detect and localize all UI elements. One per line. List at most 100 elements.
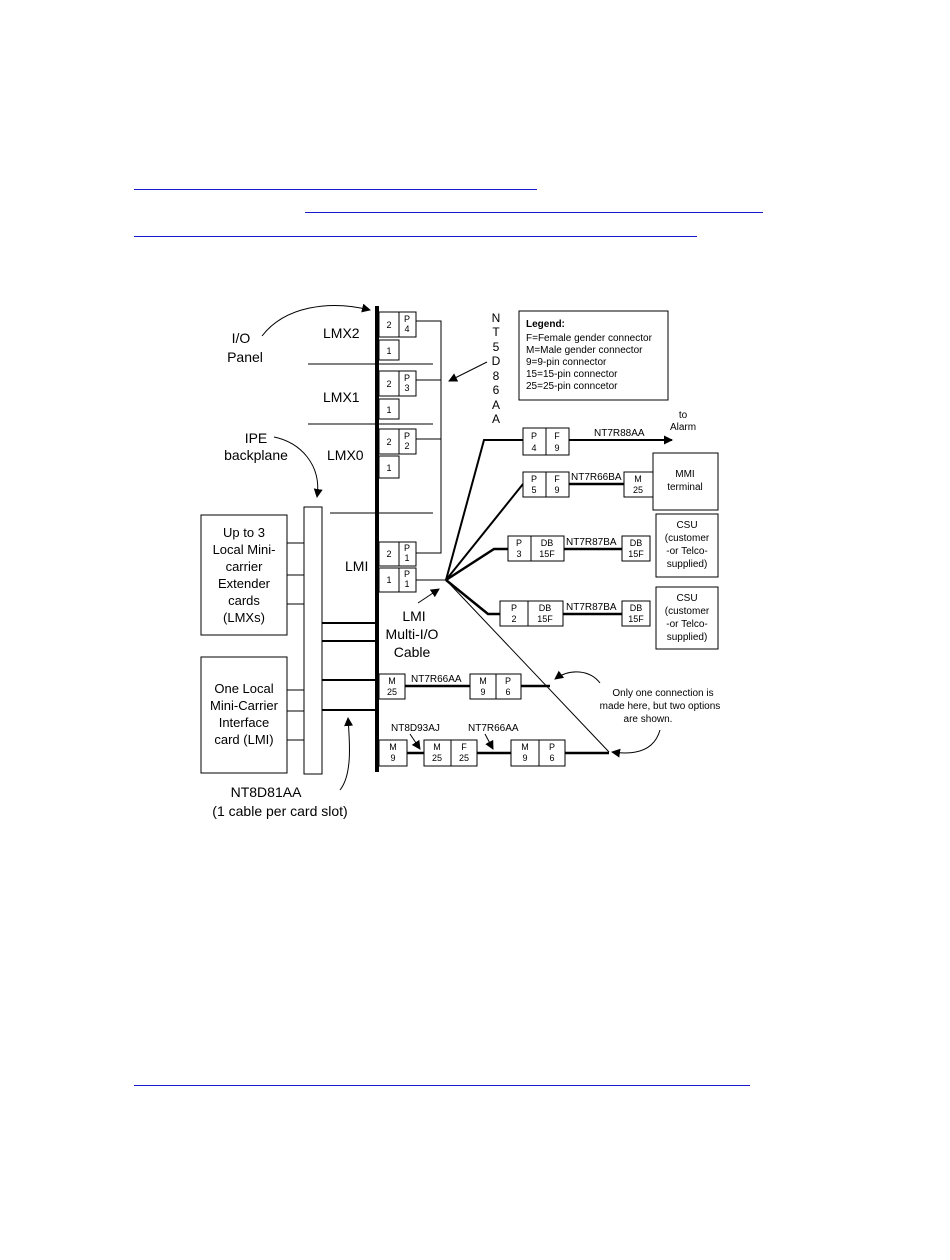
svg-text:supplied): supplied): [667, 559, 708, 570]
svg-text:CSU: CSU: [676, 593, 697, 604]
connector-db15f: [621, 535, 651, 562]
svg-text:One Local: One Local: [214, 681, 273, 696]
svg-text:1: 1: [404, 579, 409, 589]
connector-m9: [469, 673, 497, 700]
svg-text:25: 25: [459, 753, 469, 763]
svg-text:6: 6: [505, 687, 510, 697]
svg-text:6: 6: [549, 753, 554, 763]
connector-db15f: [621, 600, 651, 627]
svg-text:P: P: [404, 373, 410, 383]
fanout-csu1: [445, 547, 508, 582]
cable-nt8d93aj: NT8D93AJ: [391, 723, 440, 734]
nt5d86aa-cable: [416, 320, 442, 554]
svg-text:Local Mini-: Local Mini-: [213, 542, 276, 557]
svg-text:CSU: CSU: [676, 520, 697, 531]
legend-line: M=Male gender connector: [526, 345, 643, 356]
legend-line: F=Female gender connector: [526, 333, 653, 344]
svg-text:Mini-Carrier: Mini-Carrier: [210, 698, 279, 713]
nt5d86aa-arrow: [448, 361, 488, 382]
ipe-label-line1: IPE: [245, 430, 268, 446]
legend-line: 15=15-pin connector: [526, 369, 618, 380]
svg-text:Up to 3: Up to 3: [223, 525, 265, 540]
io-panel-arrow: [261, 303, 371, 337]
nt5d86aa-label: N T 5 D 8 6 A A: [492, 311, 501, 426]
svg-text:P: P: [404, 431, 410, 441]
svg-text:A: A: [492, 412, 500, 426]
connector-db15f: [530, 535, 565, 562]
svg-text:T: T: [492, 325, 500, 339]
csu-box: [655, 586, 719, 650]
ipe-arrow: [273, 436, 323, 498]
svg-text:Extender: Extender: [218, 576, 271, 591]
svg-text:card (LMI): card (LMI): [214, 732, 273, 747]
nt8d81aa-arrow: [339, 717, 354, 791]
svg-text:9: 9: [554, 485, 559, 495]
svg-text:15F: 15F: [628, 549, 644, 559]
svg-text:Alarm: Alarm: [670, 422, 696, 433]
svg-text:A: A: [492, 398, 500, 412]
svg-text:-or Telco-: -or Telco-: [666, 619, 708, 630]
legend-line: 25=25-pin conncetor: [526, 381, 618, 392]
svg-text:Interface: Interface: [219, 715, 270, 730]
connector-p2: [499, 600, 529, 627]
svg-text:25: 25: [387, 687, 397, 697]
svg-text:6: 6: [493, 383, 500, 397]
svg-text:1: 1: [404, 553, 409, 563]
ipe-backplane: [303, 506, 323, 775]
svg-text:2: 2: [386, 320, 391, 330]
fanout-csu2: [445, 579, 500, 616]
svg-text:DB: DB: [539, 603, 552, 613]
svg-text:F: F: [461, 742, 467, 752]
cable-nt7r66aa: NT7R66AA: [411, 674, 462, 685]
legend-box: [518, 310, 669, 401]
svg-text:9: 9: [390, 753, 395, 763]
svg-text:to: to: [679, 410, 688, 421]
svg-text:F: F: [554, 431, 560, 441]
fanout-alarm: [445, 439, 523, 581]
mmi-terminal-box: [652, 452, 719, 511]
svg-text:P: P: [404, 543, 410, 553]
connector-1: [378, 339, 400, 361]
svg-text:M: M: [479, 676, 487, 686]
svg-text:5: 5: [493, 340, 500, 354]
slot-lmx0: LMX0: [327, 447, 364, 463]
ipe-label-line2: backplane: [224, 447, 288, 463]
svg-text:N: N: [492, 311, 501, 325]
svg-text:P: P: [511, 603, 517, 613]
cable-nt7r87ba: NT7R87BA: [566, 602, 617, 613]
slot-lmi: LMI: [345, 558, 368, 574]
svg-text:1: 1: [386, 405, 391, 415]
svg-text:8: 8: [493, 369, 500, 383]
connector-m9: [378, 739, 408, 767]
svg-text:5: 5: [531, 485, 536, 495]
svg-text:DB: DB: [630, 603, 643, 613]
svg-text:1: 1: [386, 346, 391, 356]
connector-1: [378, 455, 400, 479]
svg-text:P: P: [531, 431, 537, 441]
svg-text:25: 25: [633, 485, 643, 495]
slot-lmx1: LMX1: [323, 389, 360, 405]
svg-text:made here, but two options: made here, but two options: [600, 701, 721, 712]
svg-text:DB: DB: [541, 538, 554, 548]
cable-nt7r66ba: NT7R66BA: [571, 472, 622, 483]
svg-text:25: 25: [432, 753, 442, 763]
svg-text:P: P: [549, 742, 555, 752]
svg-text:LMI: LMI: [402, 608, 425, 624]
legend-line: 9=9-pin connector: [526, 357, 607, 368]
svg-text:4: 4: [531, 443, 536, 453]
fanout-diagonal: [445, 579, 610, 753]
nt8d81aa-label: NT8D81AA: [231, 784, 302, 800]
connector-f9: [545, 427, 570, 456]
connector-db15f: [527, 600, 564, 627]
connector-m25: [423, 739, 452, 767]
connector-p1: [398, 541, 417, 567]
header-rule-1: [134, 189, 537, 190]
svg-text:2: 2: [386, 549, 391, 559]
svg-text:are shown.: are shown.: [624, 714, 673, 725]
svg-text:9: 9: [480, 687, 485, 697]
svg-text:F: F: [554, 474, 560, 484]
svg-text:P: P: [505, 676, 511, 686]
lmx-cards-box: [200, 514, 288, 636]
fanout-mmi: [445, 483, 524, 581]
svg-text:15F: 15F: [537, 614, 553, 624]
